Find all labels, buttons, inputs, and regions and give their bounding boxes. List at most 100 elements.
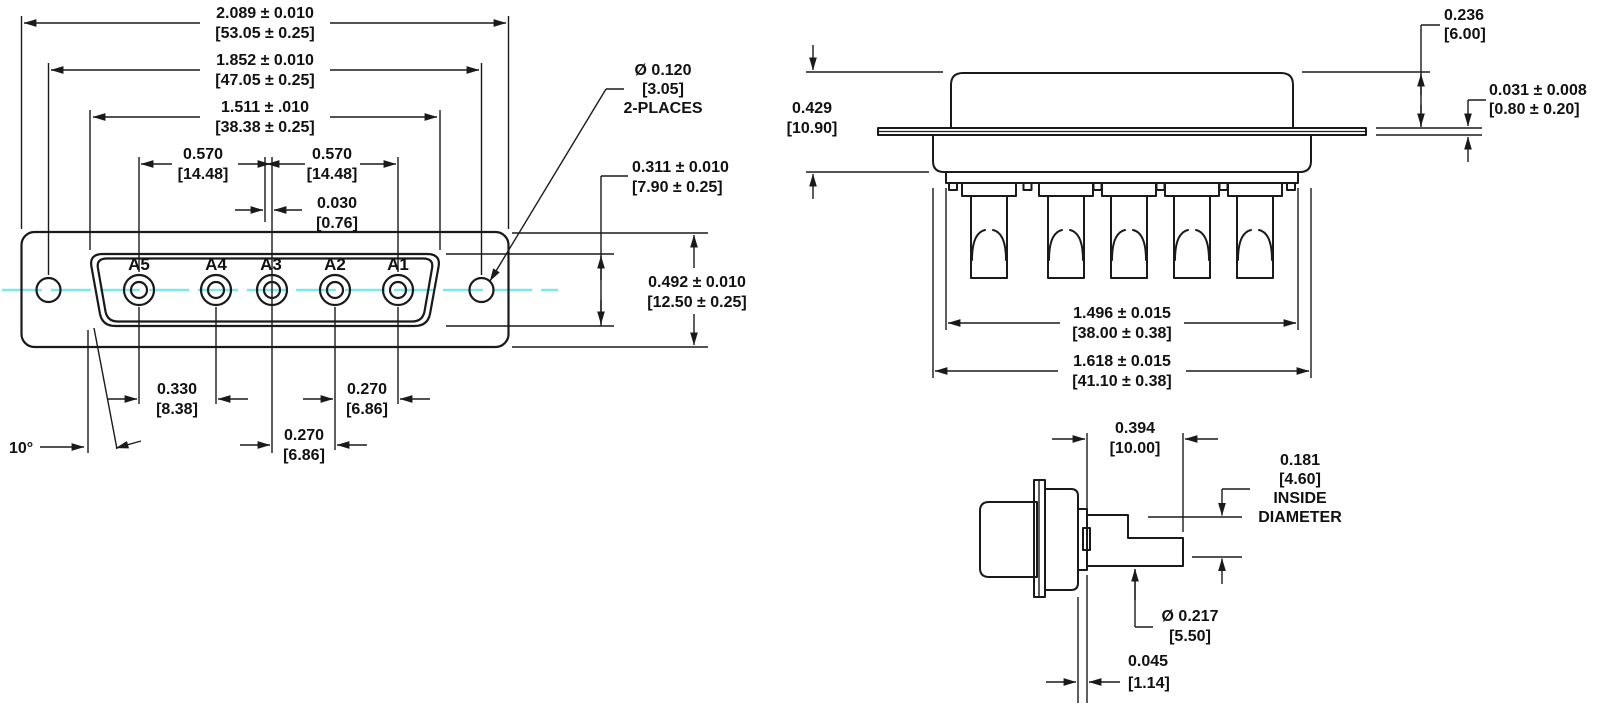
mounting-hole-right — [468, 276, 495, 304]
contact-label: A3 — [260, 255, 282, 274]
dim-text-in: 0.570 — [183, 146, 223, 163]
dim-text-in: 0.311 ± 0.010 — [632, 159, 729, 176]
dim-text-mm: [7.90 ± 0.25] — [632, 179, 723, 196]
dim-center-offset: 0.030 [0.76] — [235, 157, 358, 453]
index-tab — [948, 182, 958, 191]
side-view: 0.429 [10.90] 0.236 [6.00] 0.031 ± 0.008… — [787, 7, 1587, 390]
dim-flange-thickness: 0.031 ± 0.008 [0.80 ± 0.20] — [1376, 82, 1587, 162]
contact-inner — [206, 280, 226, 300]
contact-a4: A4 — [199, 255, 233, 307]
dim-text-mm: [8.38] — [156, 401, 198, 418]
contact-body-section — [1044, 488, 1079, 591]
insulator — [945, 171, 1299, 184]
dim-text-in: 0.570 — [312, 146, 352, 163]
angle-arrow — [115, 440, 142, 449]
index-tab — [1218, 182, 1229, 191]
dim-text-in: 0.030 — [317, 195, 357, 212]
contact-inner — [129, 280, 149, 300]
dim-text-mm: [41.10 ± 0.38] — [1072, 373, 1172, 390]
dim-text-mm: [10.00] — [1110, 440, 1161, 457]
dim-text-mm: [0.76] — [316, 215, 358, 232]
d-shell-inner — [96, 257, 434, 323]
dim-text-mm: [0.80 ± 0.20] — [1489, 101, 1580, 118]
dim-shell-above-flange: 0.236 [6.00] — [1302, 7, 1486, 127]
contact-arc — [1111, 229, 1147, 261]
dim-shell-height: 0.311 ± 0.010 [7.90 ± 0.25] — [446, 159, 729, 327]
side-contact — [961, 182, 1017, 279]
dim-a3-to-a2: 0.270 [6.86] — [240, 307, 367, 464]
contact-block — [1227, 182, 1283, 197]
side-contact — [1227, 182, 1283, 279]
dim-body-width: 1.618 ± 0.015 [41.10 ± 0.38] — [932, 188, 1312, 390]
dim-text-in: Ø 0.217 — [1162, 608, 1219, 625]
dim-text-mm: [47.05 ± 0.25] — [215, 72, 315, 89]
dim-groove-width: 0.045 [1.14] — [1046, 575, 1170, 703]
dim-inside-diameter: 0.181 [4.60] INSIDE DIAMETER — [1148, 452, 1342, 584]
contact-tube — [1236, 195, 1274, 279]
hole-diameter-note: Ø 0.120 [3.05] 2-PLACES — [489, 62, 703, 282]
dim-text-in: 1.618 ± 0.015 — [1073, 353, 1171, 370]
contact-block — [1101, 182, 1157, 197]
dim-front-depth: 0.429 [10.90] — [787, 45, 943, 199]
dim-text-in: 0.236 — [1444, 7, 1484, 24]
dim-text-mm: [14.48] — [178, 166, 229, 183]
side-part — [877, 72, 1367, 279]
contact-arc — [971, 229, 1007, 261]
draft-angle-callout: 10° — [9, 327, 142, 457]
dim-text-mm: [4.60] — [1279, 471, 1321, 488]
dim-outer-diameter: Ø 0.217 [5.50] — [1131, 568, 1219, 645]
contact-arc — [1048, 229, 1084, 261]
contact-block — [1038, 182, 1094, 197]
dim-text-mm: [6.86] — [346, 401, 388, 418]
contact-arc — [1237, 229, 1273, 261]
contact-tube — [1173, 195, 1211, 279]
contact-tube — [1110, 195, 1148, 279]
dim-text-in: 0.429 — [792, 100, 832, 117]
index-tab — [1155, 182, 1166, 191]
contact-outer — [199, 273, 233, 307]
contact-a2: A2 — [318, 255, 352, 307]
dim-text-in: 2.089 ± 0.010 — [216, 5, 314, 22]
contact-outer — [318, 273, 352, 307]
dim-text-mm: [10.90] — [787, 120, 838, 137]
mounting-hole-left — [35, 276, 62, 304]
dim-a5-to-a3: 0.570 [14.48] — [138, 146, 271, 272]
contact-detail-view: 0.394 [10.00] 0.181 [4.60] INSIDE DIAMET… — [979, 420, 1342, 703]
side-contact — [1164, 182, 1220, 279]
dim-text-mm: [6.00] — [1444, 26, 1486, 43]
dim-flange-width: 2.089 ± 0.010 [53.05 ± 0.25] — [20, 5, 510, 229]
side-contact — [1101, 182, 1157, 279]
dim-text-in: 1.852 ± 0.010 — [216, 52, 314, 69]
dim-text-in: 1.511 ± .010 — [221, 99, 309, 116]
contact-tube — [970, 195, 1008, 279]
dim-text-mm: [6.86] — [283, 447, 325, 464]
connector-body — [932, 134, 1312, 173]
dim-text-in: 0.045 — [1128, 653, 1168, 670]
contact-label: A2 — [324, 255, 346, 274]
contact-label: A4 — [205, 255, 227, 274]
contact-inner — [325, 280, 345, 300]
dim-hole-spacing: 1.852 ± 0.010 [47.05 ± 0.25] — [47, 52, 483, 275]
note-line2: [3.05] — [642, 81, 684, 98]
index-tab — [1092, 182, 1103, 191]
contact-arc — [1174, 229, 1210, 261]
face-view: A5 A4 A3 A2 A1 2.089 ± 0.010 — [2, 5, 747, 464]
dim-text-in: 0.181 — [1280, 452, 1320, 469]
contact-block — [961, 182, 1017, 197]
mating-shell — [950, 72, 1294, 129]
dim-text-in: 0.330 — [157, 381, 197, 398]
dim-text-mm: [1.14] — [1128, 675, 1170, 692]
note-line3: 2-PLACES — [623, 100, 702, 117]
dim-text-in: 0.394 — [1115, 420, 1155, 437]
leader-arrow — [489, 88, 607, 282]
detail-part — [979, 479, 1184, 598]
dim-shell-width: 1.511 ± .010 [38.38 ± 0.25] — [89, 99, 441, 250]
note-line1: Ø 0.120 — [635, 62, 692, 79]
dim-text-in: 0.270 — [347, 381, 387, 398]
dim-text-mm: [5.50] — [1169, 628, 1211, 645]
dim-flange-height: 0.492 ± 0.010 [12.50 ± 0.25] — [512, 232, 747, 348]
dim-text-in: 0.270 — [284, 427, 324, 444]
contact-outer — [381, 273, 415, 307]
dim-text-mm: [38.38 ± 0.25] — [215, 119, 315, 136]
